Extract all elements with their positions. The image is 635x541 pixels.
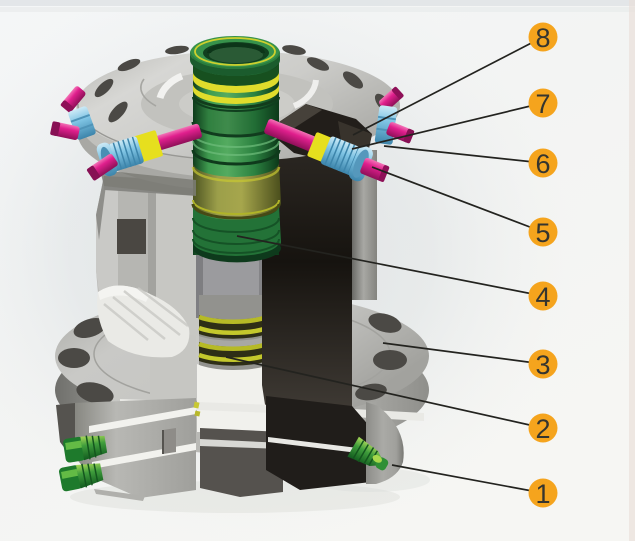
svg-text:3: 3 [535,350,550,380]
svg-text:4: 4 [535,282,550,312]
svg-text:1: 1 [535,479,550,509]
svg-text:5: 5 [535,218,550,248]
svg-text:2: 2 [535,414,550,444]
svg-text:7: 7 [535,89,550,119]
svg-text:8: 8 [535,23,550,53]
svg-text:6: 6 [535,149,550,179]
